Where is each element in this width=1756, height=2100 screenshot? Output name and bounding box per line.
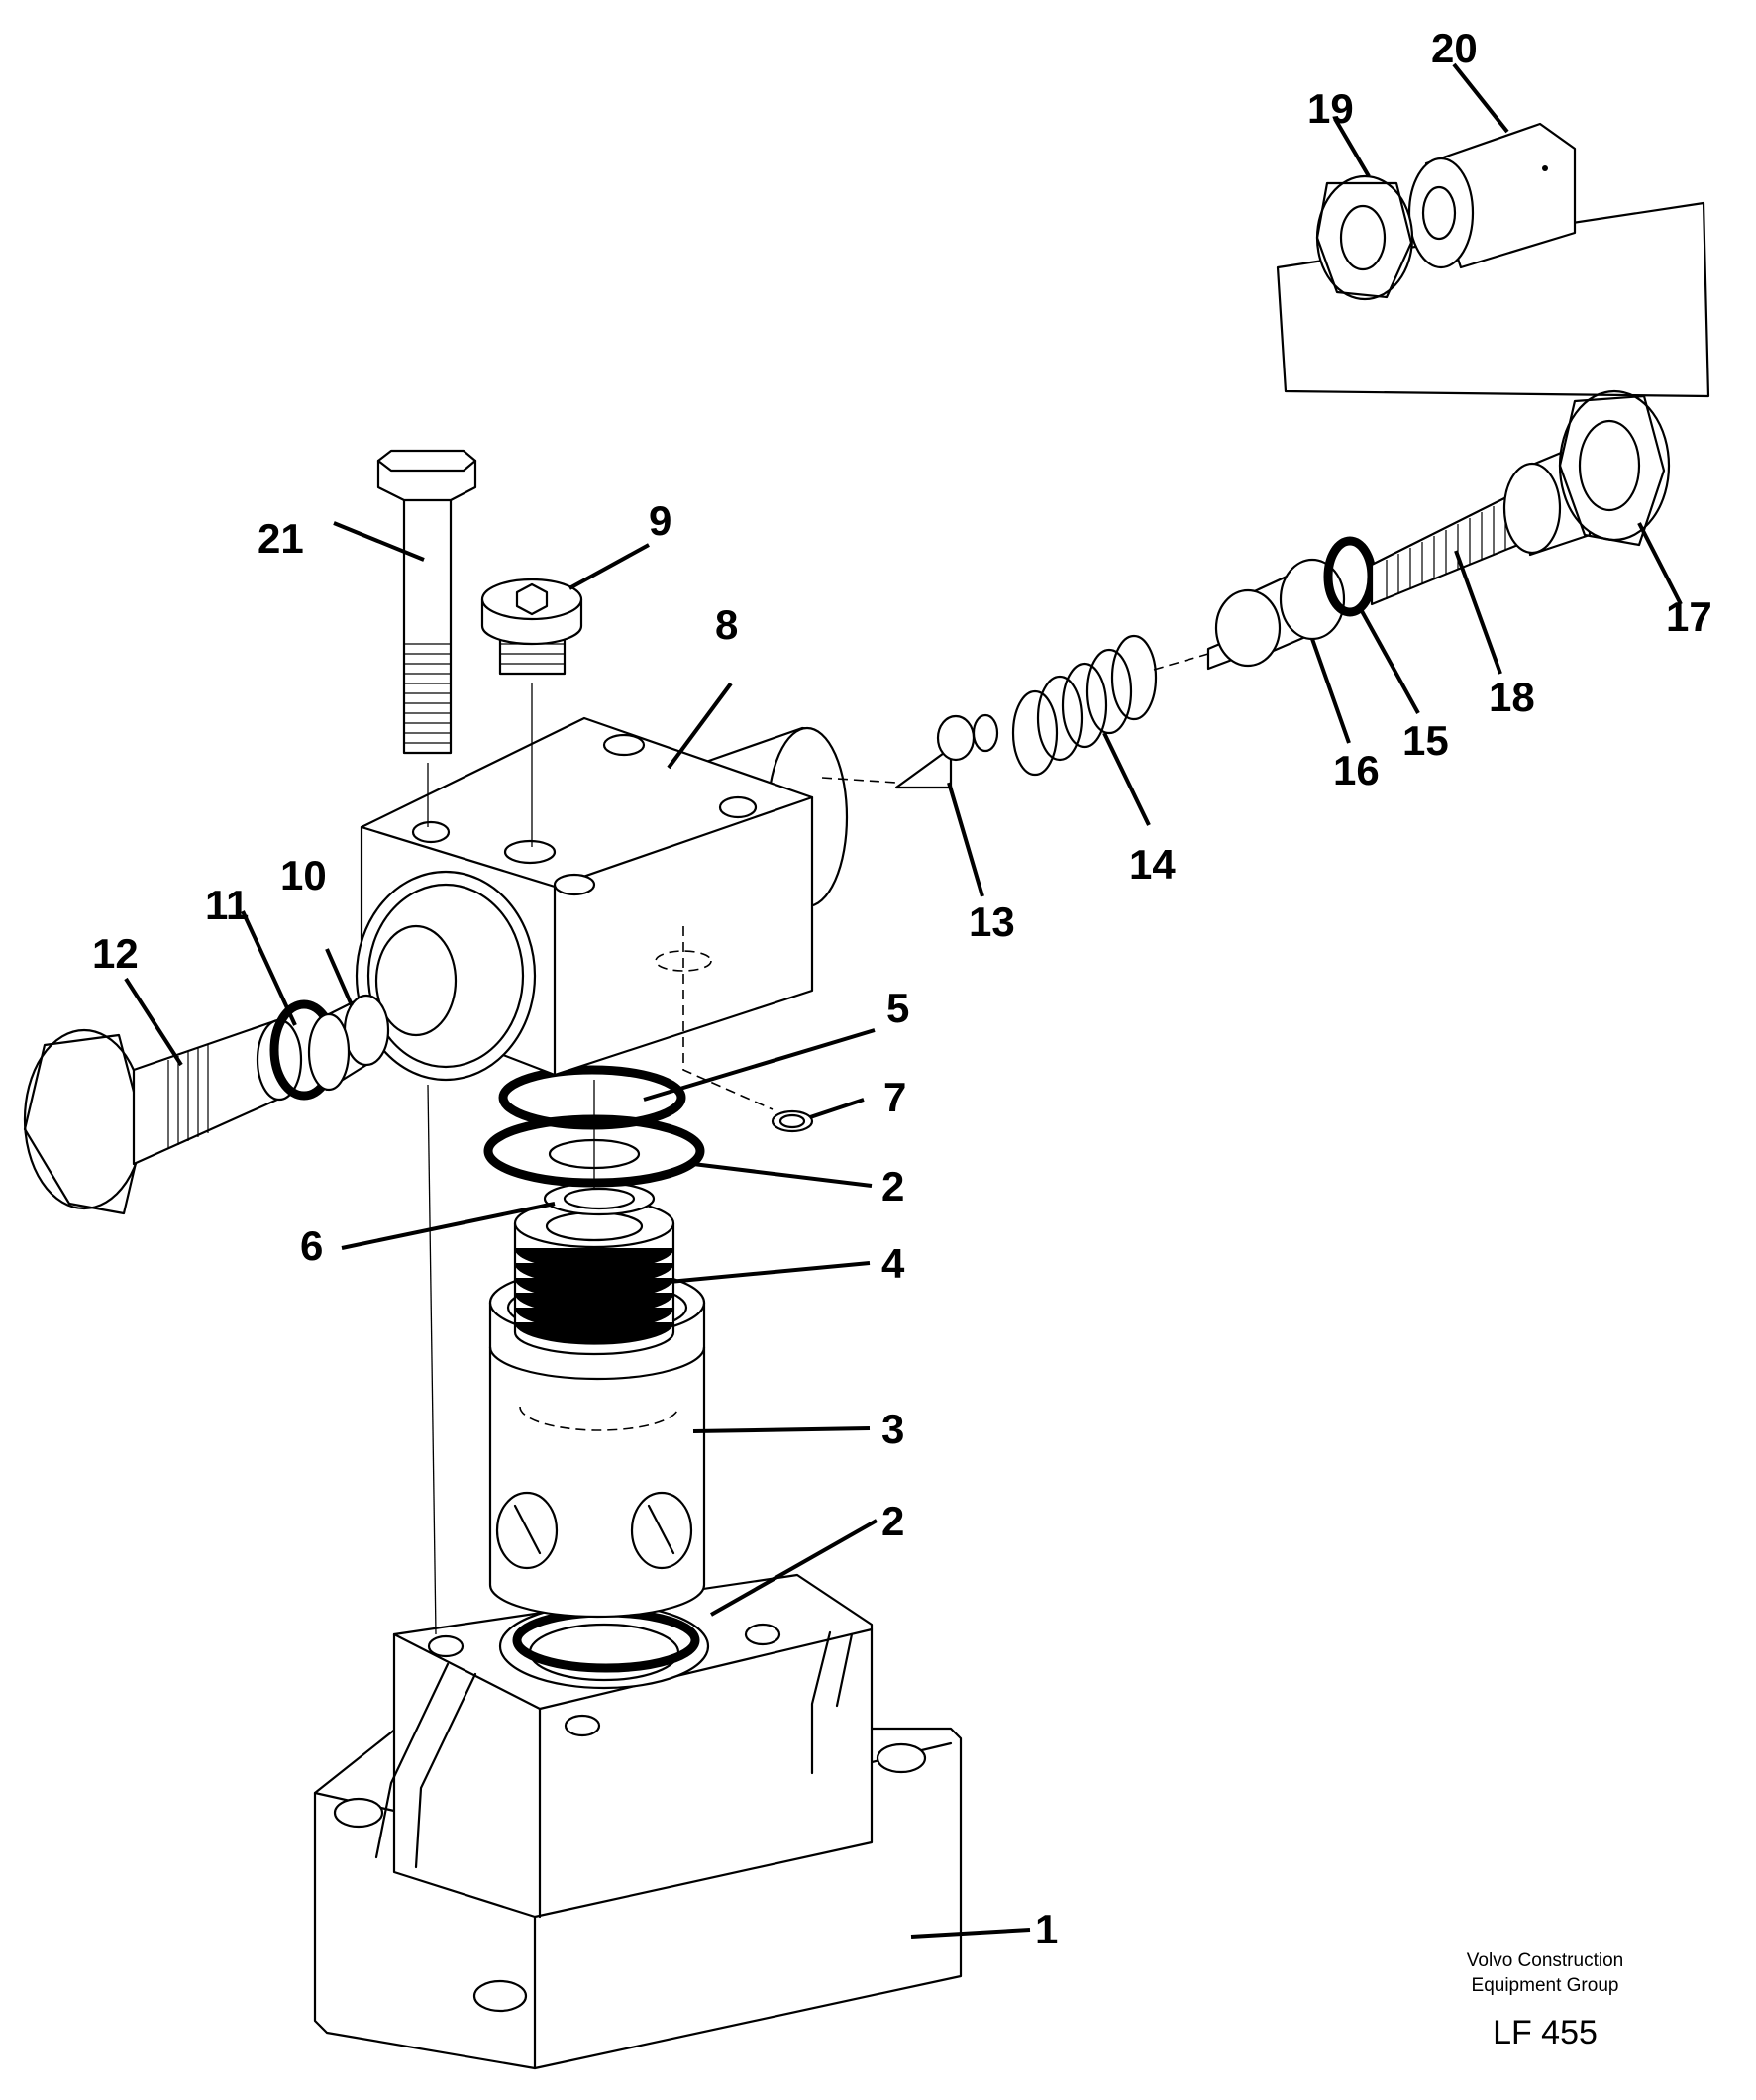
poppet [894,713,999,789]
threaded-piston [513,1198,675,1356]
bolt [376,449,477,755]
base-block [313,1573,963,2070]
cap-nut [1407,122,1577,269]
callout-12: 12 [92,930,139,977]
callout-2-lower: 2 [881,1498,904,1544]
callout-4: 4 [881,1240,905,1287]
small-o-ring [771,1109,814,1133]
drawing-code: LF 455 [1493,2014,1598,2051]
callout-21: 21 [258,515,304,562]
valve-seat [307,994,390,1092]
callout-11: 11 [205,882,249,928]
callout-3: 3 [881,1406,904,1452]
assembly-center-lines [427,653,1209,1635]
callout-8: 8 [715,601,738,648]
callout-17: 17 [1666,593,1712,640]
callout-13: 13 [969,898,1015,945]
callout-19: 19 [1307,85,1354,132]
valve-body [355,716,849,1110]
callout-10: 10 [280,852,327,898]
callout-14: 14 [1129,841,1176,888]
callout-7: 7 [883,1074,906,1120]
adjusting-screw [1370,439,1592,606]
company-name-line2: Equipment Group [1472,1975,1619,1996]
callout-2-upper: 2 [881,1163,904,1209]
hex-socket-plug [480,578,583,676]
end-plug [23,1018,303,1215]
company-name-line1: Volvo Construction [1467,1950,1623,1971]
leader-lines [124,62,1683,1939]
callout-20: 20 [1431,25,1478,71]
callout-5: 5 [886,985,909,1031]
spring [1011,634,1158,777]
hex-nut [1315,174,1414,301]
callout-6: 6 [300,1222,323,1269]
backup-ring [498,1065,686,1130]
spring-guide [1206,558,1346,671]
small-ring [543,1181,656,1216]
callout-1: 1 [1035,1906,1058,1952]
callout-18: 18 [1489,674,1535,720]
callout-15: 15 [1402,717,1449,764]
callout-16: 16 [1333,747,1380,793]
callout-9: 9 [649,497,671,544]
